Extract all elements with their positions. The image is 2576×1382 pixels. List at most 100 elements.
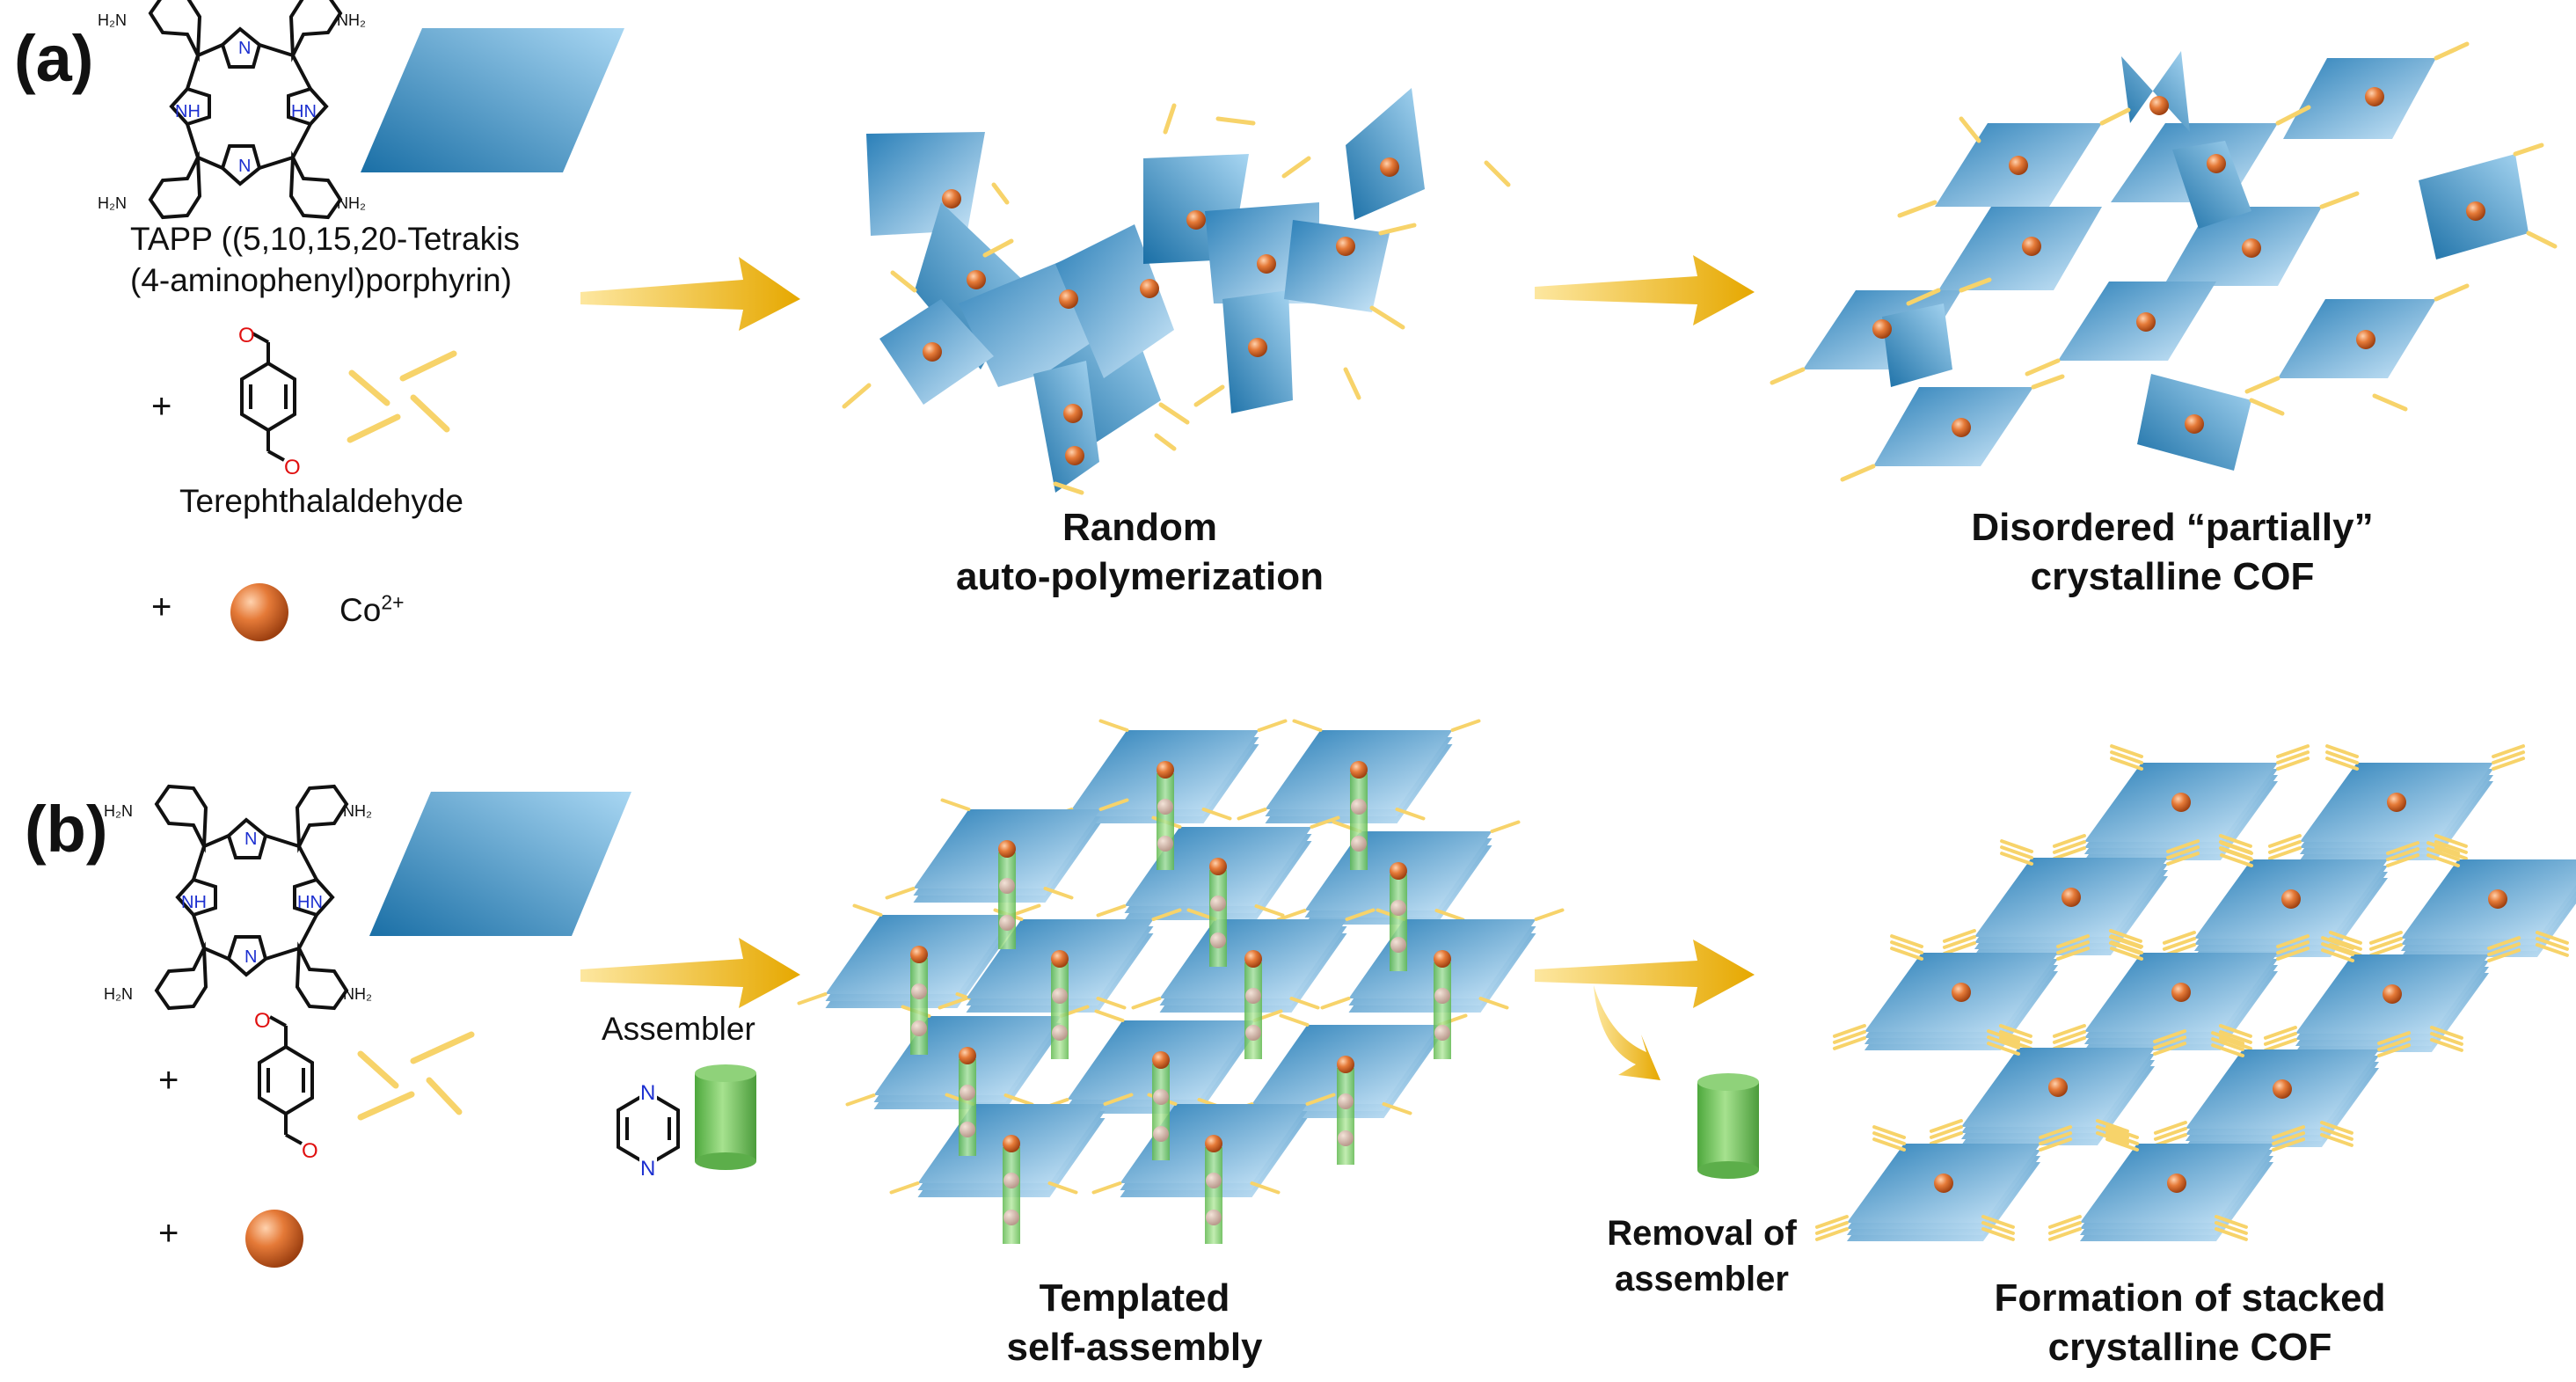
imine-link [2321,942,2355,956]
cobalt-center [1434,950,1451,968]
cobalt-center [2022,237,2041,256]
imine-link [2429,1038,2463,1052]
imine-link [1098,798,1129,811]
imine-link [2321,936,2355,950]
imine-link [2319,1127,2353,1141]
imine-link [2319,1133,2353,1147]
cobalt-center [1952,418,1971,437]
aldehyde-o-top: O [254,1009,271,1033]
imine-link [2218,1024,2252,1038]
porphyrin-structure: N NH HN N H₂N NH₂ H₂N NH₂ [98,0,366,220]
cobalt-center [1390,900,1406,916]
imine-link [2276,757,2310,771]
assembler-label: Assembler [602,1011,755,1047]
imine-link [1814,1227,1849,1241]
removal-line1: Removal of [1607,1214,1797,1253]
assembler-pillar [1337,1068,1354,1165]
imine-link [1279,1013,1310,1027]
cobalt-center [1205,1135,1222,1152]
porphyrin-n-top: N [244,830,257,849]
imine-link [2487,948,2521,962]
imine-link [2218,1030,2252,1044]
assembler-pillar [1209,870,1227,967]
terephthalaldehyde-structure: O O [238,324,301,479]
imine-link [1003,1093,1034,1107]
porphyrin-structure: N NH HN N H₂N NH₂ H₂N NH₂ [104,784,372,1011]
assembler-pillar [1003,1147,1020,1244]
imine-link [1814,1221,1849,1235]
imine-link [2368,931,2403,945]
imine-link [1872,1125,1907,1139]
imine-link [2052,846,2086,860]
imine-link [2426,847,2461,861]
assembler-pillar [1152,1064,1170,1160]
pyrazine-structure: N N [617,1080,680,1181]
imine-link [2276,947,2310,961]
imine-link [2218,1036,2252,1050]
cobalt-center [2207,154,2226,173]
imine-link [2056,940,2091,954]
imine-link [2325,757,2360,771]
plus-sign: + [158,1061,179,1100]
imine-link [2276,934,2310,948]
cobalt-center [1206,1210,1222,1225]
cobalt-center [942,189,961,208]
imine-link [2052,1036,2086,1050]
cobalt-center [1952,983,1971,1002]
imine-link [1310,815,1340,829]
imine-link [2272,1131,2306,1145]
imine-link [2056,934,2091,948]
assembler-pillar [1244,962,1262,1059]
plus-sign: + [158,1214,179,1253]
panel-label-b: (b) [25,793,108,866]
imine-link [1534,908,1565,921]
imine-link [1450,719,1481,732]
assembler-cylinder-icon [1697,1073,1759,1179]
imine-link [1237,808,1267,821]
pyrazine-n-bottom: N [640,1157,655,1181]
imine-link [2056,947,2091,961]
imine-link [2162,931,2196,945]
assembler-pillar [1205,1147,1222,1244]
imine-link [1929,1119,1963,1133]
imine-link [1890,947,1924,961]
imine-link [1091,1181,1122,1195]
imine-link [1998,1036,2032,1050]
reaction-arrow [1535,940,1755,1008]
imine-link [2166,852,2200,866]
step-disordered-line2: crystalline COF [2030,555,2315,598]
removal-line2: assembler [1615,1260,1789,1298]
imine-link [2267,840,2302,854]
cobalt-center [1157,761,1174,779]
imine-link [2039,1137,2073,1152]
disordered-cof-network [1770,41,2558,482]
cobalt-center [911,983,927,999]
cobalt-center [1872,319,1892,339]
cobalt-center [2167,1174,2186,1193]
imine-link [1276,909,1307,922]
cobalt-center [1351,799,1367,815]
imine-link [845,1093,876,1107]
imine-link [2095,1125,2129,1139]
imine-link [2166,839,2200,853]
cobalt-center [1210,932,1226,948]
cobalt-center [1257,254,1276,274]
cobalt-center [2488,889,2507,909]
cobalt-center [1152,1051,1170,1069]
amine-top-left: H₂N [104,802,133,820]
imine-link [1987,1029,2021,1043]
imine-link [1257,719,1288,732]
linker-sticks-icon [347,350,457,443]
cobalt-center [1245,988,1261,1004]
step-templated-line1: Templated [1039,1276,1230,1320]
imine-link [2220,853,2254,867]
cobalt-center [1248,338,1267,357]
imine-link [2434,834,2468,848]
cobalt-center [910,946,928,963]
imine-link [1872,1137,1907,1152]
imine-link [1832,1024,1866,1038]
cobalt-center [2273,1079,2292,1099]
imine-link [2166,845,2200,859]
porphyrin-hn-right: HN [297,893,323,912]
imine-link [1103,1093,1134,1106]
